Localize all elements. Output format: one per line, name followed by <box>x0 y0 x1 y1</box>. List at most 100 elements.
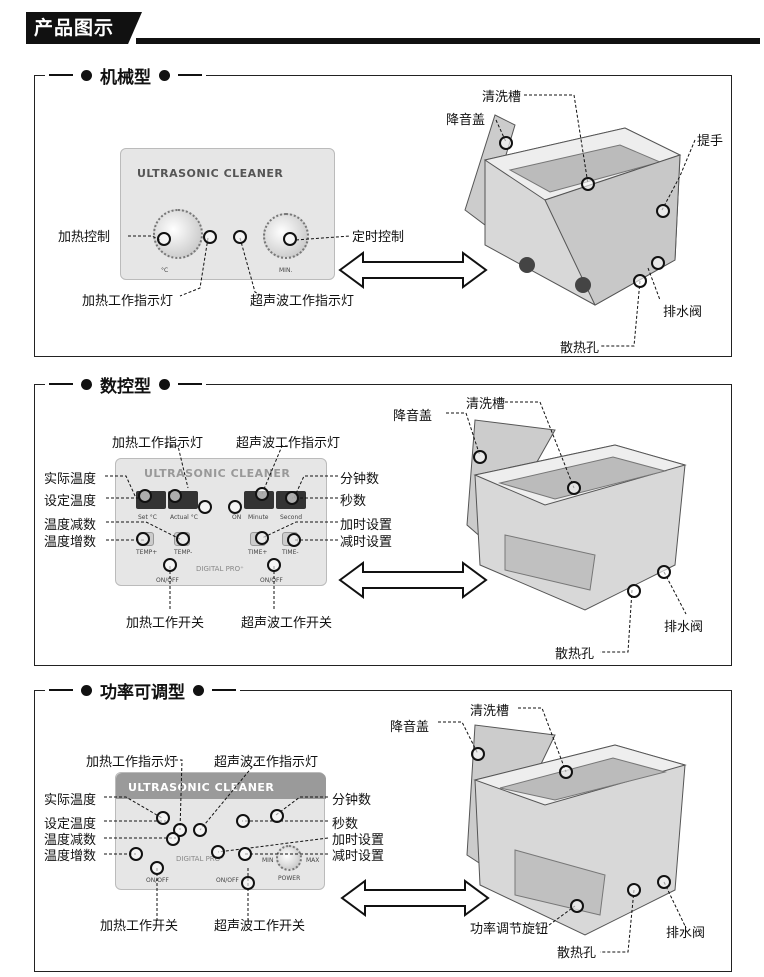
on-label: ON <box>232 514 242 521</box>
label-drain: 排水阀 <box>664 620 704 635</box>
onoff-label-ultra: ON/OFF <box>216 877 239 884</box>
power-label: POWER <box>278 875 301 882</box>
marker-vent <box>627 883 641 897</box>
marker-time-down <box>238 847 252 861</box>
section-title-text: 机械型 <box>100 67 151 88</box>
marker-temp-up <box>136 532 150 546</box>
marker-seconds <box>236 814 250 828</box>
actual-label: Actual °C <box>170 514 198 521</box>
label-ultra-indicator: 超声波工作指示灯 <box>236 436 341 451</box>
label-heat-control: 加热控制 <box>58 230 111 245</box>
time-minus-label: TIME- <box>282 549 299 556</box>
panel-brand: DIGITAL PRO⁺ <box>176 855 224 863</box>
marker-heat-led <box>198 500 212 514</box>
marker-drain <box>651 256 665 270</box>
label-vent: 散热孔 <box>560 341 600 356</box>
label-ultra-switch: 超声波工作开关 <box>214 919 306 934</box>
double-arrow-2 <box>338 561 488 599</box>
marker-minutes <box>255 487 269 501</box>
temp-plus-label: TEMP+ <box>136 549 158 556</box>
double-arrow-1 <box>338 251 488 289</box>
label-heat-indicator: 加热工作指示灯 <box>112 436 204 451</box>
label-drain: 排水阀 <box>666 926 706 941</box>
section-title-digital: 数控型 <box>45 372 206 397</box>
label-time-down: 减时设置 <box>340 535 393 550</box>
tank-mechanical <box>464 114 682 306</box>
label-lid: 降音盖 <box>390 720 430 735</box>
label-ultra-switch: 超声波工作开关 <box>241 616 333 631</box>
label-minutes: 分钟数 <box>332 793 372 808</box>
marker-timer-knob <box>283 232 297 246</box>
marker-minutes <box>270 809 284 823</box>
marker-tank <box>567 481 581 495</box>
control-panel-mechanical: ULTRASONIC CLEANER °C MIN. <box>120 148 335 280</box>
marker-lid <box>499 136 513 150</box>
page-header: 产品图示 <box>26 12 760 44</box>
marker-time-up <box>255 531 269 545</box>
minute-label: Minute <box>248 514 269 521</box>
label-drain: 排水阀 <box>663 305 703 320</box>
onoff-label-heat: ON/OFF <box>146 877 169 884</box>
marker-lid <box>473 450 487 464</box>
temp-minus-label: TEMP- <box>174 549 193 556</box>
label-lid: 降音盖 <box>393 409 433 424</box>
marker-time-down <box>287 533 301 547</box>
set-label: Set °C <box>138 514 157 521</box>
max-label: MAX <box>306 857 320 864</box>
section-title-text: 功率可调型 <box>100 682 185 703</box>
label-set-temp: 设定温度 <box>44 494 97 509</box>
min-label: MIN <box>262 857 274 864</box>
label-seconds: 秒数 <box>340 494 367 509</box>
marker-actual-temp <box>138 489 152 503</box>
label-tank: 清洗槽 <box>470 704 510 719</box>
header-rule <box>136 38 760 44</box>
marker-ultra-switch <box>241 876 255 890</box>
label-minutes: 分钟数 <box>340 472 380 487</box>
power-knob[interactable] <box>276 845 302 871</box>
section-title-mechanical: 机械型 <box>45 63 206 88</box>
label-ultra-indicator: 超声波工作指示灯 <box>214 755 319 770</box>
label-heat-switch: 加热工作开关 <box>100 919 179 934</box>
double-arrow-3 <box>340 879 490 917</box>
control-panel-digital: ULTRASONIC CLEANER Set °C Actual °C ON M… <box>115 458 327 586</box>
marker-handle <box>656 204 670 218</box>
marker-heat-knob <box>157 232 171 246</box>
label-temp-down: 温度减数 <box>44 518 97 533</box>
marker-ultra-led <box>228 500 242 514</box>
marker-heat-switch <box>150 861 164 875</box>
onoff-label-heat: ON/OFF <box>156 577 179 584</box>
onoff-label-ultra: ON/OFF <box>260 577 283 584</box>
label-temp-down: 温度减数 <box>44 833 97 848</box>
marker-seconds <box>285 491 299 505</box>
label-vent: 散热孔 <box>555 647 595 662</box>
label-time-up: 加时设置 <box>332 833 385 848</box>
label-ultra-indicator: 超声波工作指示灯 <box>250 294 355 309</box>
marker-heat-switch <box>163 558 177 572</box>
label-heat-indicator: 加热工作指示灯 <box>86 755 178 770</box>
label-seconds: 秒数 <box>332 817 359 832</box>
label-heat-switch: 加热工作开关 <box>126 616 205 631</box>
marker-lid <box>471 747 485 761</box>
marker-ultra-led <box>193 823 207 837</box>
marker-ultra-led <box>233 230 247 244</box>
label-time-up: 加时设置 <box>340 518 393 533</box>
label-tank: 清洗槽 <box>482 90 522 105</box>
label-temp-up: 温度增数 <box>44 849 97 864</box>
label-handle: 提手 <box>697 134 724 149</box>
label-vent: 散热孔 <box>557 946 597 961</box>
panel-title: ULTRASONIC CLEANER <box>144 467 291 480</box>
marker-temp-down <box>166 832 180 846</box>
tank-digital <box>466 419 687 611</box>
celsius-mark: °C <box>161 267 169 274</box>
label-actual-temp: 实际温度 <box>44 472 97 487</box>
panel-title: ULTRASONIC CLEANER <box>137 167 284 180</box>
marker-vent <box>627 584 641 598</box>
label-tank: 清洗槽 <box>466 397 506 412</box>
marker-power-knob <box>570 899 584 913</box>
marker-vent <box>633 274 647 288</box>
label-timer-control: 定时控制 <box>352 230 405 245</box>
section-title-power: 功率可调型 <box>45 678 240 703</box>
marker-set-temp <box>168 489 182 503</box>
panel-brand: DIGITAL PRO⁺ <box>196 565 244 573</box>
panel-title: ULTRASONIC CLEANER <box>128 781 275 794</box>
